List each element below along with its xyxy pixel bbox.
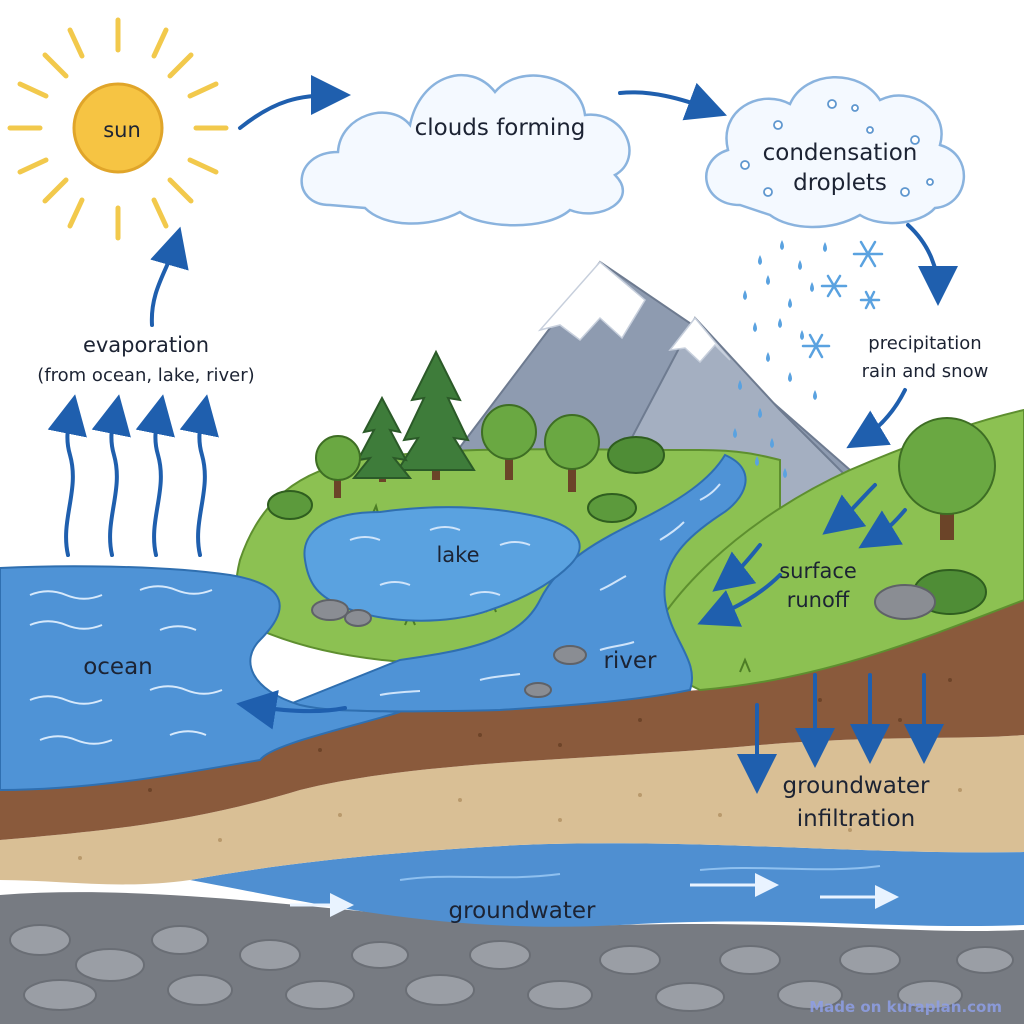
rock xyxy=(311,599,349,621)
condensation-cloud-icon xyxy=(705,76,965,229)
label-condensation-line2: droplets xyxy=(793,170,887,196)
evaporation-wave-arrow xyxy=(179,394,219,557)
pine-tree xyxy=(351,395,413,482)
label-surface-runoff-line2: runoff xyxy=(787,588,850,612)
label-lake: lake xyxy=(436,543,479,567)
label-groundwater-infiltration-line1: groundwater xyxy=(783,773,930,799)
watermark: Made on kuraplan.com xyxy=(809,998,1002,1016)
round-tree xyxy=(315,435,361,498)
evaporation-wave-arrow xyxy=(91,394,131,557)
evaporation-wave-arrow xyxy=(47,394,87,557)
rock xyxy=(874,584,936,620)
runoff-arrow xyxy=(822,483,877,535)
groundwater-layer xyxy=(190,843,1024,927)
label-evaporation-line1: evaporation xyxy=(83,333,209,357)
arrow-evaporation-to-sun xyxy=(149,226,189,327)
sun-icon xyxy=(7,17,229,241)
rock xyxy=(553,645,587,665)
label-clouds-forming: clouds forming xyxy=(415,115,586,141)
round-tree xyxy=(481,404,537,480)
pine-tree xyxy=(396,349,476,480)
label-sun: sun xyxy=(103,118,141,142)
trees xyxy=(267,349,996,615)
runoff-arrow xyxy=(712,543,762,592)
label-precipitation-line2: rain and snow xyxy=(862,361,989,382)
soil-layer xyxy=(0,600,1024,840)
arrow-sun-to-clouds xyxy=(238,75,351,130)
arrow-precipitation-to-land xyxy=(846,388,907,449)
evaporation-wave-arrow xyxy=(135,394,175,557)
snowflake-icon xyxy=(801,240,884,359)
round-tree xyxy=(544,414,600,492)
label-precipitation-line1: precipitation xyxy=(868,333,981,354)
label-groundwater: groundwater xyxy=(449,898,596,924)
bush xyxy=(267,436,987,615)
bedrock-layer xyxy=(0,892,1024,1024)
rain-drops xyxy=(733,240,827,478)
label-groundwater-infiltration-line2: infiltration xyxy=(797,806,915,832)
runoff-arrow xyxy=(858,508,907,549)
river xyxy=(279,453,747,713)
arrow-clouds-to-condensation xyxy=(618,82,727,121)
label-surface-runoff-line1: surface xyxy=(779,559,857,583)
rock xyxy=(524,682,552,698)
round-tree xyxy=(898,417,996,540)
arrow-to-precipitation xyxy=(906,223,958,306)
rock xyxy=(344,609,372,627)
cycle-arrows xyxy=(47,75,958,794)
ocean xyxy=(0,565,401,792)
label-ocean: ocean xyxy=(83,654,153,680)
cloud-icon xyxy=(300,73,631,227)
lake xyxy=(303,506,581,627)
label-river: river xyxy=(603,648,657,674)
runoff-arrow xyxy=(697,573,782,627)
label-condensation-line1: condensation xyxy=(763,140,918,166)
arrow-river-to-ocean xyxy=(236,689,347,730)
label-evaporation-line2: (from ocean, lake, river) xyxy=(37,365,254,386)
